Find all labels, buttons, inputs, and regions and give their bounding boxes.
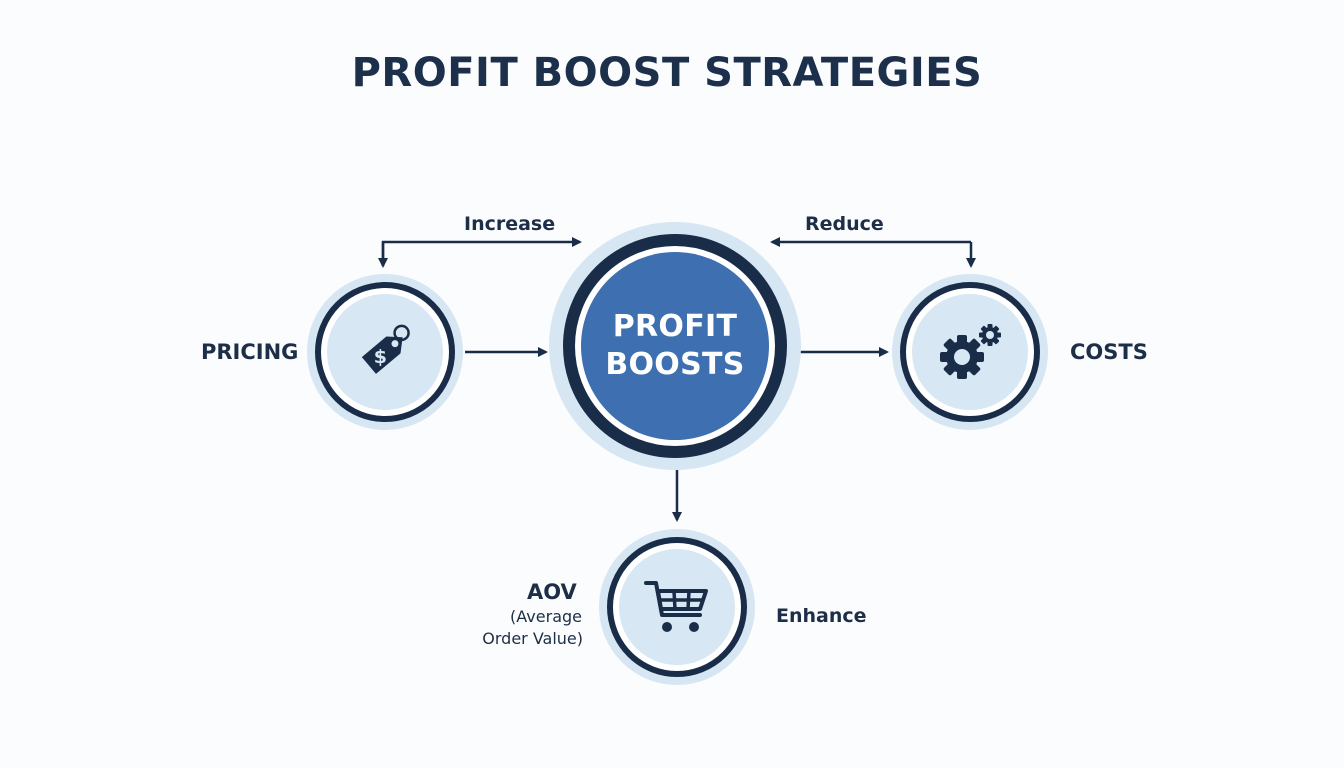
price-tag-dollar-icon: $ bbox=[361, 324, 410, 374]
hub-title-line2: BOOSTS bbox=[605, 347, 745, 382]
costs-inner bbox=[912, 294, 1028, 410]
shopping-cart-icon bbox=[644, 581, 708, 632]
costs-label: COSTS bbox=[1070, 340, 1148, 364]
reduce-label: Reduce bbox=[805, 213, 884, 235]
enhance-label: Enhance bbox=[776, 605, 867, 627]
svg-text:$: $ bbox=[374, 346, 387, 368]
aov-label: AOV bbox=[527, 580, 577, 604]
page-title: PROFIT BOOST STRATEGIES bbox=[351, 50, 983, 96]
pricing-inner: $ bbox=[327, 294, 443, 410]
hub-inner: PROFIT BOOSTS bbox=[581, 252, 769, 440]
aov-inner bbox=[619, 549, 735, 665]
pricing-label: PRICING bbox=[201, 340, 299, 364]
increase-label: Increase bbox=[464, 213, 556, 235]
hub-title-line1: PROFIT bbox=[612, 309, 738, 344]
aov-sub-line2: Order Value) bbox=[482, 629, 583, 648]
aov-sub-line1: (Average bbox=[510, 607, 582, 626]
gears-icon bbox=[940, 324, 1001, 379]
